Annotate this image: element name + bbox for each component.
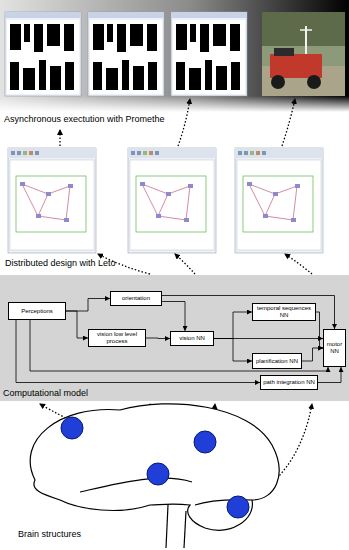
connector-arrow — [214, 338, 323, 339]
connector-arrow — [30, 320, 328, 371]
box-label: vision NN — [173, 335, 211, 342]
connector-arrow — [66, 299, 110, 312]
editor-screenshot — [235, 148, 323, 253]
process-box: orientation — [110, 291, 162, 306]
connector-arrow — [214, 312, 252, 339]
editor-screenshot — [8, 148, 96, 253]
connector-arrow — [302, 348, 323, 361]
connector-arrow — [162, 302, 185, 332]
process-box: vision NN — [170, 331, 214, 346]
editor-screenshot — [128, 148, 216, 253]
connector-arrow — [146, 338, 170, 340]
brain-structure-dot — [61, 417, 249, 518]
model-band: Computational model Perceptions orientatio… — [0, 275, 349, 401]
robot-photo — [262, 12, 345, 96]
box-label: temporal sequences NN — [255, 305, 313, 318]
box-label: path integration NN — [263, 379, 315, 386]
band-fade — [0, 96, 349, 112]
connector-arrow — [16, 320, 260, 383]
screenshot-thumbnail — [5, 12, 81, 96]
connector-arrow — [214, 339, 252, 362]
connector-arrow — [318, 367, 341, 383]
process-box: path integration NN — [260, 375, 318, 390]
layer-caption: Asynchronous exectution with Promethe — [4, 115, 165, 125]
screenshot-thumbnail — [88, 12, 164, 96]
box-label: vision low level process — [91, 331, 143, 344]
box-label: planification NN — [255, 358, 299, 365]
layer-caption: Brain structures — [18, 530, 81, 540]
layer-caption: Distributed design with Leto — [5, 259, 116, 269]
process-box: planification NN — [252, 353, 302, 369]
box-label: motor NN — [326, 341, 343, 354]
connector-arrow — [316, 312, 323, 348]
box-label: orientation — [113, 295, 159, 302]
process-box: motor NN — [323, 329, 346, 367]
brain-outline — [30, 404, 279, 548]
process-box: vision low level process — [88, 329, 146, 347]
process-box: temporal sequences NN — [252, 303, 316, 321]
gradient-band — [0, 0, 349, 112]
screenshot-thumbnail — [171, 12, 247, 96]
connector-arrow — [66, 311, 88, 338]
process-box: Perceptions — [8, 302, 66, 320]
box-label: Perceptions — [11, 308, 63, 315]
section-title: Computational model — [3, 389, 88, 399]
